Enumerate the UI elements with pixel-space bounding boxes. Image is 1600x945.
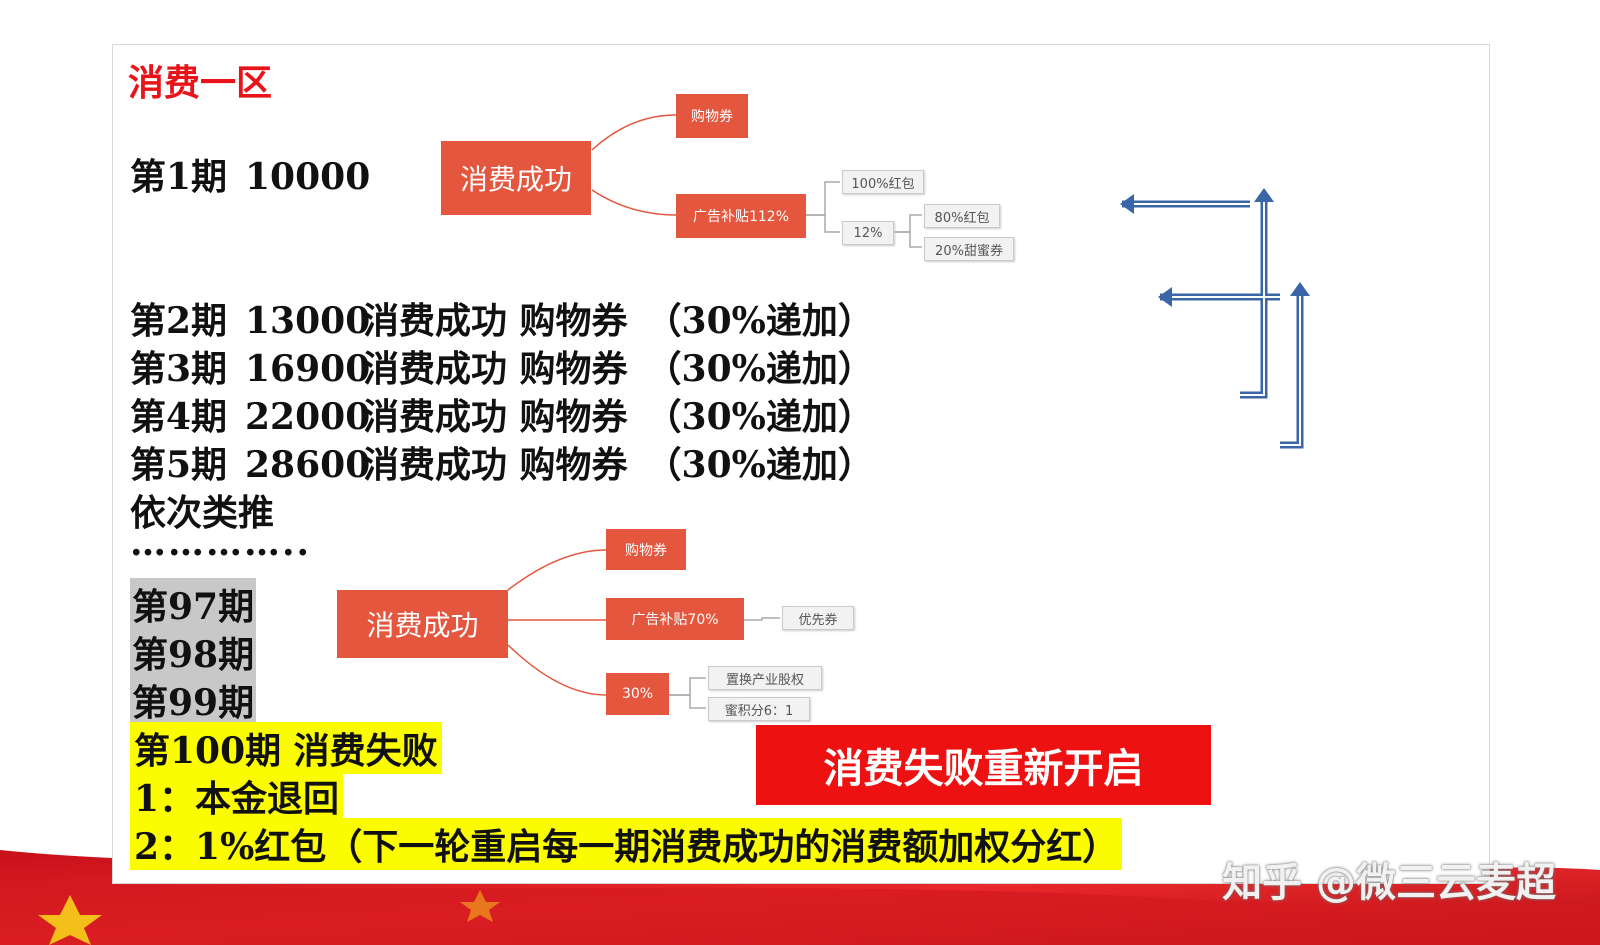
period-label: 第5期: [130, 444, 228, 486]
failure-item-row: 1：本金退回: [130, 770, 344, 822]
mindmap-leaf-node: 100%红包: [842, 170, 924, 194]
mindmap-root-node: 消费成功: [441, 141, 591, 215]
period-desc: 消费成功 购物券: [363, 444, 628, 486]
period-desc: 消费成功 购物券: [363, 348, 628, 390]
period-desc: 消费成功 购物券: [363, 300, 628, 342]
arrow-left-icon: [1120, 194, 1134, 214]
ellipsis-text: …………..: [130, 522, 312, 564]
failure-item-2: 2：1%红包（下一轮重启每一期消费成功的消费额加权分红）: [130, 818, 1123, 870]
mindmap-branch-node: 购物券: [676, 94, 748, 138]
mindmap-branch-node: 广告补贴112%: [676, 194, 806, 238]
period-note: （30%递加）: [645, 444, 874, 486]
cycle-arrows: [1120, 188, 1310, 449]
late-period-row: 第97期: [130, 578, 257, 630]
star-icon: [460, 890, 500, 922]
period-label: 第3期: [130, 348, 228, 390]
arrow-up-icon: [1290, 282, 1310, 296]
period-row-5: 第5期 28600消费成功 购物券 （30%递加）: [130, 436, 874, 488]
late-period-row: 第98期: [130, 626, 257, 678]
period-amount: 10000: [245, 156, 371, 198]
period-amount: 28600: [245, 444, 371, 486]
arrow-up-icon: [1254, 188, 1274, 202]
failure-item-row: 2：1%红包（下一轮重启每一期消费成功的消费额加权分红）: [130, 818, 1123, 870]
mindmap-bottom-connectors: [507, 549, 780, 709]
arrow-left-icon: [1158, 287, 1172, 307]
period-label: 第1期: [130, 156, 228, 198]
watermark: 知乎 @微三云麦超: [1222, 860, 1556, 906]
mindmap-leaf-node: 12%: [842, 221, 894, 245]
late-period-label: 第97期: [130, 578, 257, 630]
mindmap-leaf-node: 蜜积分6：1: [708, 697, 810, 721]
failure-title-row: 第100期 消费失败: [130, 722, 442, 774]
late-period-label: 第99期: [130, 674, 257, 726]
mindmap-leaf-node: 置换产业股权: [708, 666, 822, 690]
mindmap-leaf-node: 80%红包: [924, 204, 1000, 228]
and-so-on-text: 依次类推: [130, 492, 275, 534]
period-amount: 13000: [245, 300, 371, 342]
restart-banner: 消费失败重新开启: [756, 725, 1211, 805]
mindmap-root-node: 消费成功: [337, 590, 508, 658]
failure-item-1: 1：本金退回: [130, 770, 344, 822]
mindmap-branch-node: 广告补贴70%: [606, 598, 744, 640]
mindmap-top-connectors: [591, 114, 922, 248]
period-row-2: 第2期 13000消费成功 购物券 （30%递加）: [130, 292, 874, 344]
period-row-4: 第4期 22000消费成功 购物券 （30%递加）: [130, 388, 874, 440]
zone-title: 消费一区: [128, 63, 273, 104]
star-icon: [38, 895, 102, 945]
period-note: （30%递加）: [645, 396, 874, 438]
mindmap-branch-node: 30%: [606, 673, 669, 715]
mindmap-leaf-node: 20%甜蜜券: [924, 237, 1014, 261]
period-note: （30%递加）: [645, 300, 874, 342]
period-row-1: 第1期 10000: [130, 148, 371, 200]
period-label: 第4期: [130, 396, 228, 438]
period-desc: 消费成功 购物券: [363, 396, 628, 438]
period-label: 第2期: [130, 300, 228, 342]
period-amount: 22000: [245, 396, 371, 438]
period-amount: 16900: [245, 348, 371, 390]
late-period-row: 第99期: [130, 674, 257, 726]
period-note: （30%递加）: [645, 348, 874, 390]
mindmap-leaf-node: 优先券: [782, 606, 854, 630]
failure-title: 第100期 消费失败: [130, 722, 442, 774]
period-row-3: 第3期 16900消费成功 购物券 （30%递加）: [130, 340, 874, 392]
mindmap-branch-node: 购物券: [606, 529, 686, 570]
late-period-label: 第98期: [130, 626, 257, 678]
